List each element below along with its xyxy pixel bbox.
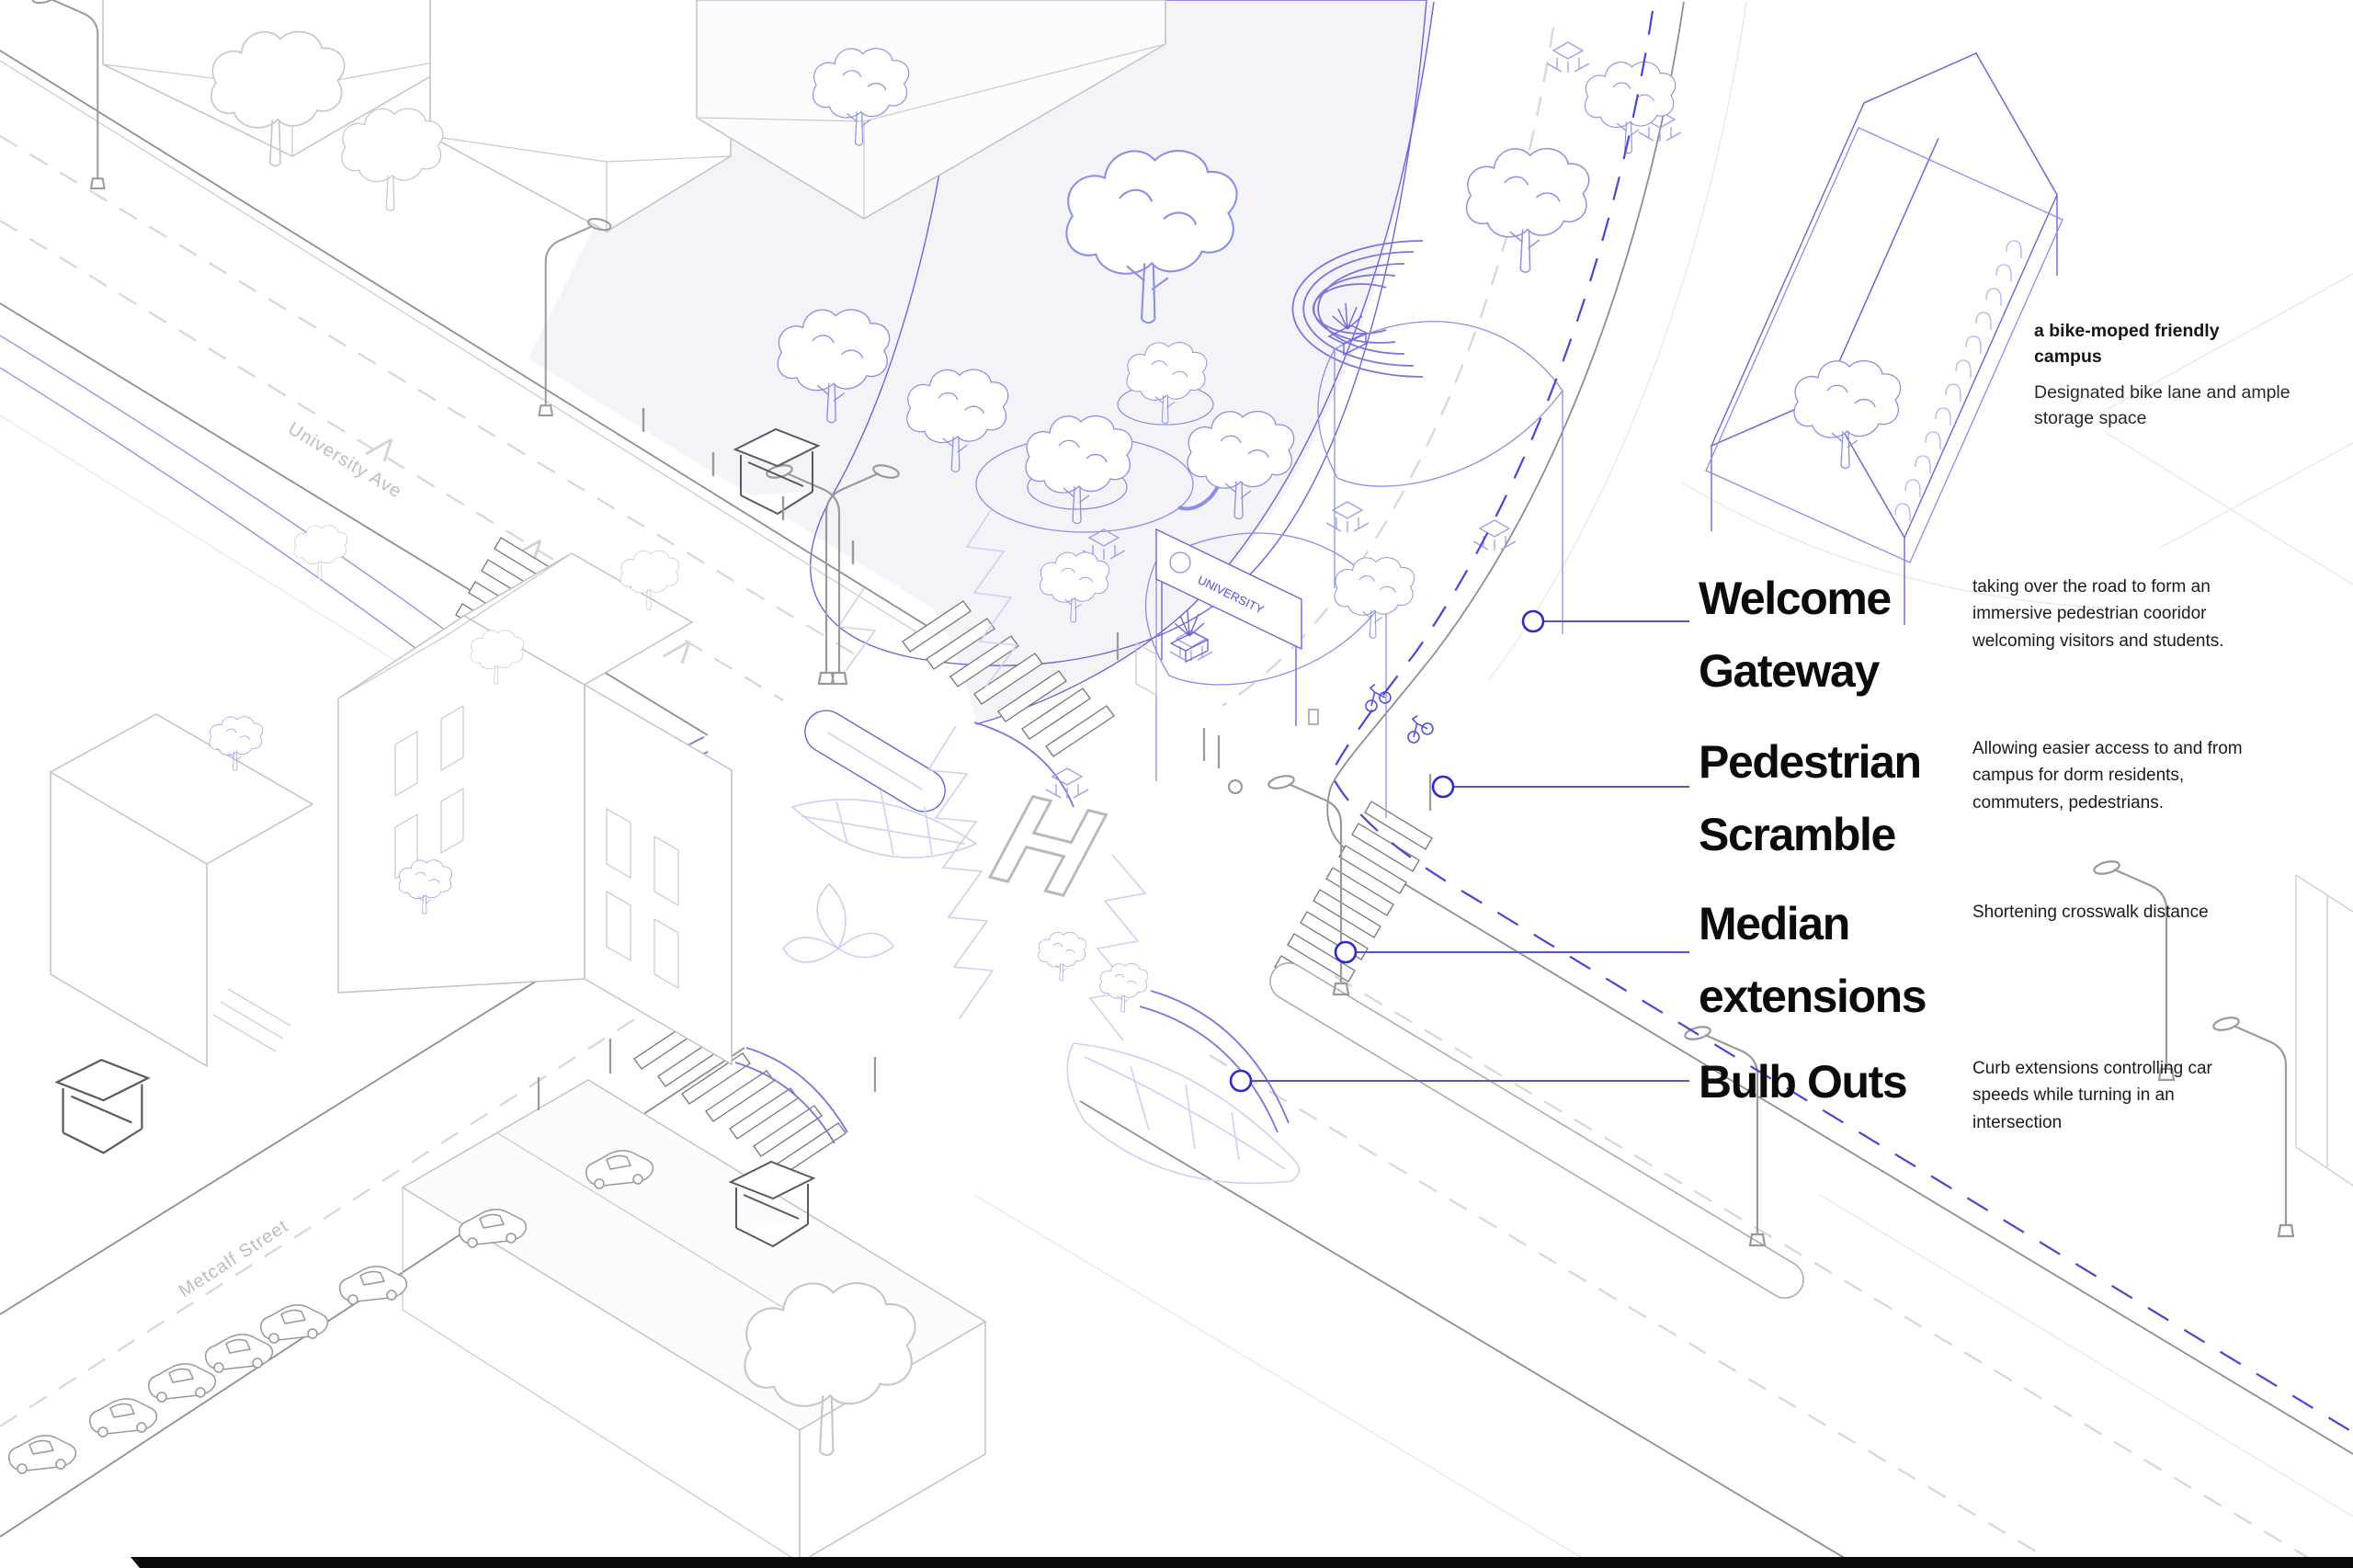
note-bike-moped: a bike-moped friendly campus Designated … — [2034, 318, 2337, 431]
callout-marker-welcome-gateway — [1521, 609, 1545, 633]
callout-marker-median-extensions — [1334, 940, 1358, 964]
callout-leaders — [1229, 609, 1689, 1093]
bike-pavilion — [1705, 51, 2063, 625]
median-extension-southeast — [1269, 962, 1804, 1299]
signal-poles — [537, 408, 1432, 1110]
university-ave-southeast — [973, 786, 2353, 1568]
callout-desc-welcome-gateway: taking over the road to form an immersiv… — [1972, 577, 2224, 651]
callout-desc-pedestrian-scramble: Allowing easier access to and from campu… — [1972, 739, 2243, 812]
house-west-block — [50, 552, 733, 1068]
callout-marker-pedestrian-scramble — [1431, 775, 1455, 799]
note-title: a bike-moped friendly campus — [2034, 321, 2220, 368]
callout-title: Welcome Gateway — [1699, 573, 1892, 697]
note-body: Designated bike lane and ample storage s… — [2034, 381, 2290, 428]
building-far-right — [2295, 874, 2353, 1187]
callout-bulb-outs: Bulb Outs — [1699, 1046, 1908, 1119]
bike-lane-dashed — [1329, 10, 2350, 1431]
callout-title: Bulb Outs — [1699, 1056, 1908, 1108]
callout-pedestrian-scramble: Pedestrian Scramble — [1699, 726, 1922, 871]
callout-welcome-gateway: Welcome Gateway — [1699, 562, 1892, 708]
callout-marker-bulb-outs — [1229, 1069, 1253, 1093]
callout-title: Median extensions — [1699, 898, 1927, 1022]
plaza-walkway — [809, 0, 1427, 666]
amphitheater-seating — [1291, 240, 1424, 378]
street-label-metcalf-street: Metcalf Street — [176, 1216, 292, 1301]
callout-title: Pedestrian Scramble — [1699, 736, 1922, 860]
callout-desc-bulb-outs: Curb extensions controlling car speeds w… — [1972, 1059, 2212, 1132]
shade-canopies — [1144, 321, 1563, 818]
background-ground-lines — [1681, 273, 2353, 609]
callout-desc-median-extensions: Shortening crosswalk distance — [1972, 903, 2209, 922]
plaza-curb-blue — [975, 1, 1435, 725]
median-extension-northwest — [804, 710, 946, 812]
campus-h-logo: H — [968, 769, 1128, 923]
callout-median-extensions: Median extensions — [1699, 888, 1927, 1033]
building-plaza-north — [696, 0, 1166, 220]
bottom-border-bar — [131, 1557, 2353, 1568]
